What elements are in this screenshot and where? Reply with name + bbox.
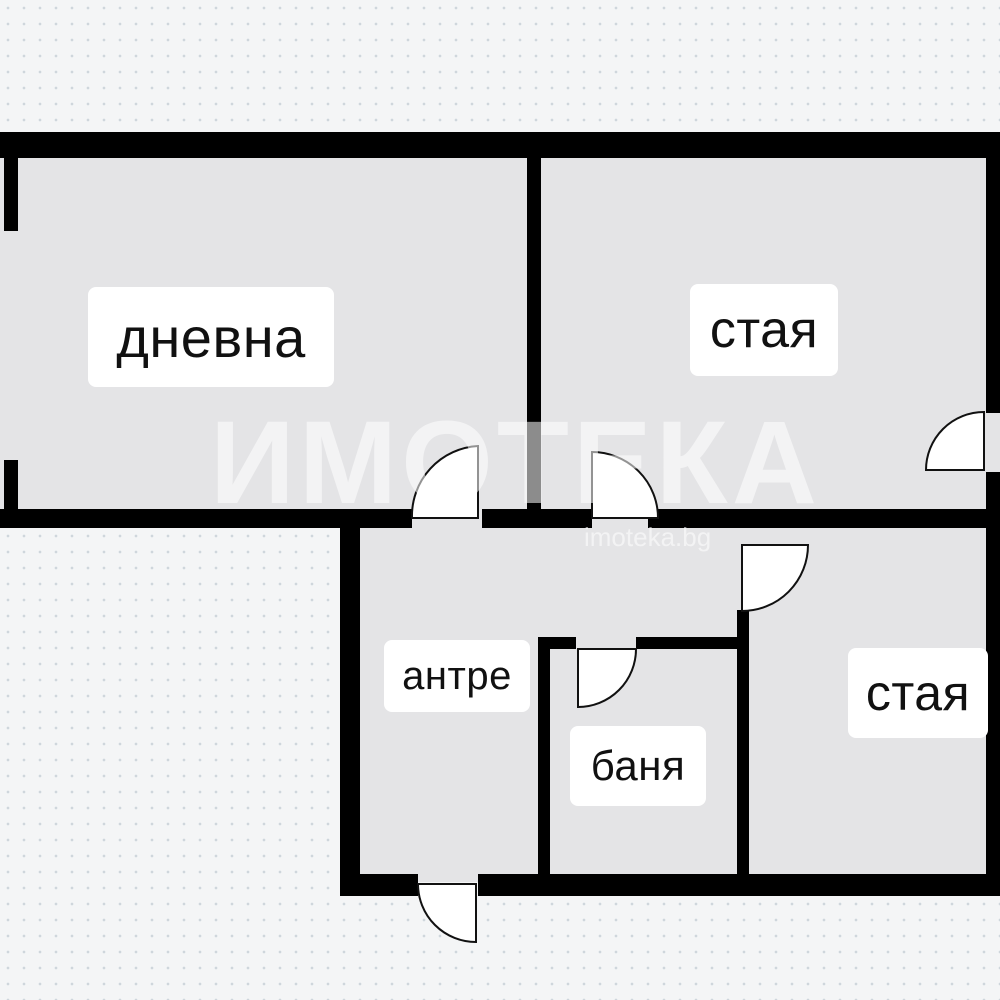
wall-right-upper bbox=[986, 145, 1000, 413]
door-living bbox=[410, 444, 479, 519]
wall-hall-room2 bbox=[737, 610, 749, 882]
wall-bath-top-right bbox=[636, 637, 742, 649]
label-bathroom: баня bbox=[570, 726, 706, 806]
wall-mid-left bbox=[0, 509, 412, 528]
wall-hall-left bbox=[340, 519, 360, 896]
walls bbox=[0, 132, 1000, 896]
door-entrance bbox=[416, 883, 477, 944]
door-room2 bbox=[741, 544, 810, 613]
label-living-room: дневна bbox=[88, 287, 334, 387]
wall-mid-center bbox=[482, 509, 592, 528]
label-hallway: антре bbox=[384, 640, 530, 712]
wall-mid-right bbox=[648, 509, 1000, 528]
label-room-2: стая bbox=[848, 648, 988, 738]
wall-living-room1 bbox=[527, 145, 541, 520]
wall-bottom-left bbox=[340, 874, 418, 896]
wall-top bbox=[0, 132, 1000, 158]
label-room-1: стая bbox=[690, 284, 838, 376]
wall-left-upper bbox=[4, 145, 18, 231]
wall-right-lower bbox=[986, 472, 1000, 882]
wall-left-lower bbox=[4, 460, 18, 520]
wall-bath-left bbox=[538, 637, 550, 882]
doors bbox=[410, 410, 985, 944]
wall-bottom-right bbox=[478, 874, 1000, 896]
door-room1 bbox=[591, 450, 660, 519]
door-room1-right bbox=[924, 410, 985, 471]
door-bath bbox=[577, 648, 638, 709]
